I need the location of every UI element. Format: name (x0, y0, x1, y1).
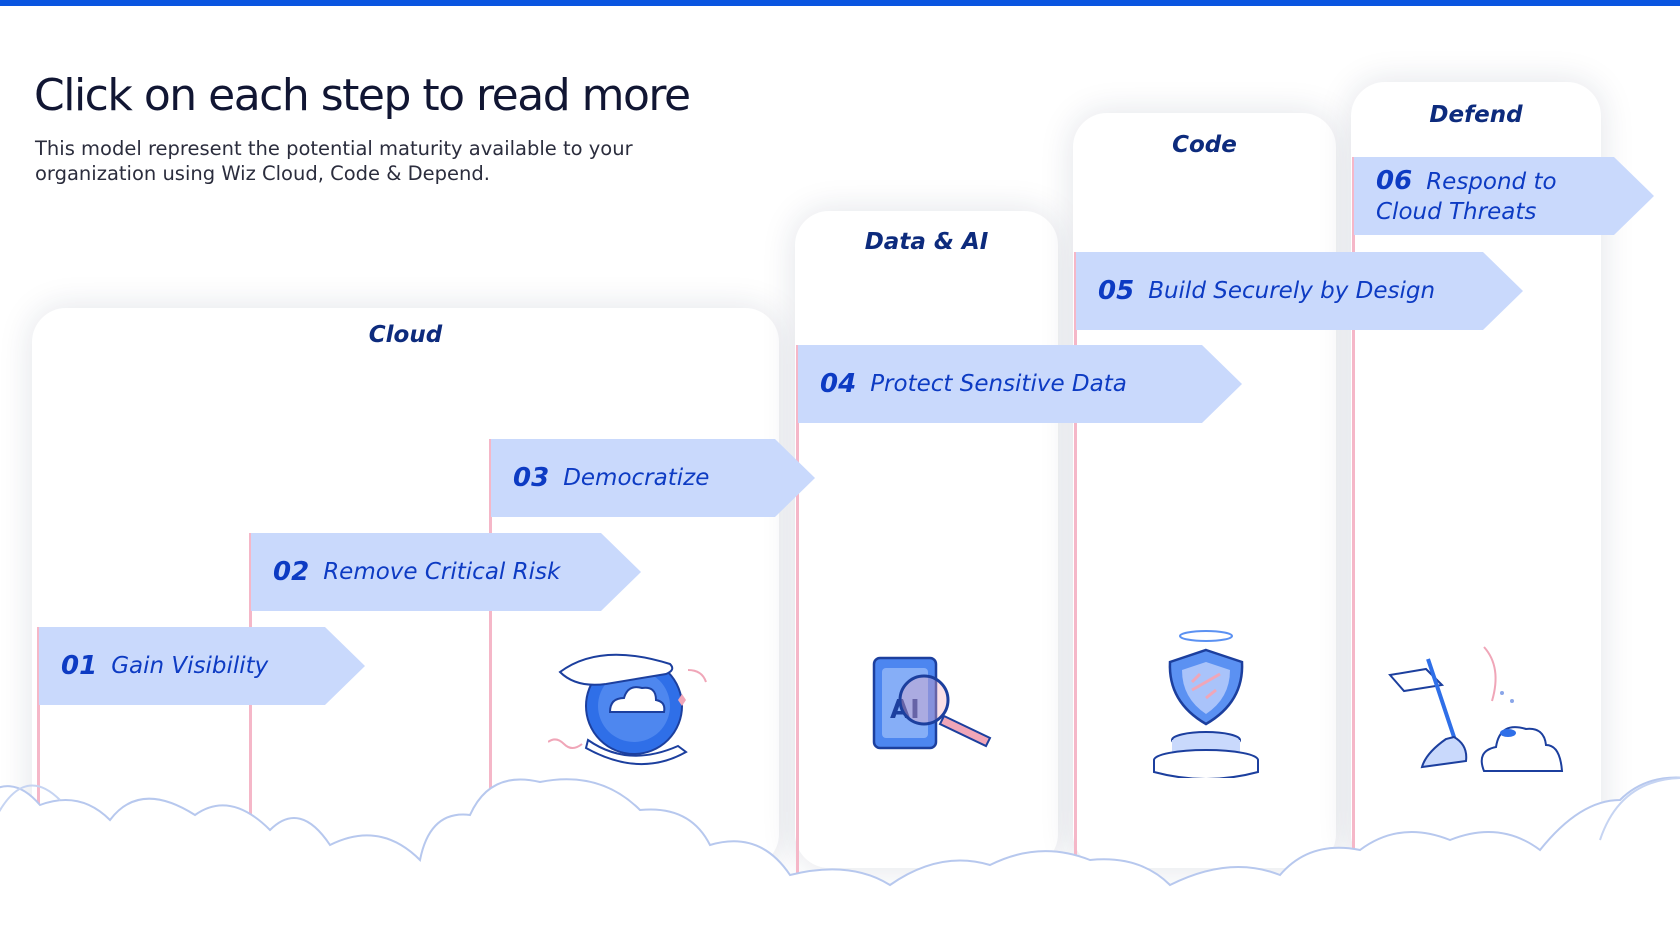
card-label-code: Code (1172, 132, 1237, 158)
step-05-label: Build Securely by Design (1148, 278, 1436, 304)
step-02-number: 02 (273, 557, 310, 587)
card-label-data-ai: Data & AI (864, 229, 989, 255)
step-04-button[interactable]: 04 Protect Sensitive Data (798, 345, 1242, 423)
ai-magnifier-icon: AI (872, 656, 992, 750)
step-02-label: Remove Critical Risk (323, 559, 561, 585)
hand-holding-globe-icon (548, 653, 707, 766)
step-04-label: Protect Sensitive Data (870, 371, 1127, 397)
step-01-label: Gain Visibility (111, 653, 269, 679)
page-title: Click on each step to read more (34, 70, 691, 121)
svg-text:AI: AI (890, 695, 920, 725)
broom-cloud-icon (1388, 646, 1564, 772)
top-accent-bar (0, 0, 1680, 6)
card-label-defend: Defend (1429, 102, 1523, 128)
card-data-ai: Data & AI (795, 211, 1058, 868)
card-label-cloud: Cloud (368, 322, 443, 348)
step-03-label: Democratize (563, 465, 710, 491)
step-01-button[interactable]: 01 Gain Visibility (39, 627, 365, 705)
step-02-button[interactable]: 02 Remove Critical Risk (251, 533, 641, 611)
step-05-number: 05 (1098, 276, 1135, 306)
step-line-04 (796, 345, 799, 895)
step-04-number: 04 (820, 369, 857, 399)
step-05-button[interactable]: 05 Build Securely by Design (1076, 252, 1523, 330)
step-03-button[interactable]: 03 Democratize (491, 439, 815, 517)
step-06-number: 06 (1376, 165, 1413, 196)
step-line-03 (489, 439, 492, 799)
step-line-06 (1352, 157, 1355, 867)
step-line-05 (1074, 252, 1077, 867)
step-06-label: Respond to Cloud Threats (1376, 168, 1557, 225)
step-03-number: 03 (513, 463, 550, 493)
page-subtitle: This model represent the potential matur… (35, 137, 633, 185)
shield-pedestal-icon (1153, 630, 1259, 778)
step-01-number: 01 (61, 651, 98, 681)
